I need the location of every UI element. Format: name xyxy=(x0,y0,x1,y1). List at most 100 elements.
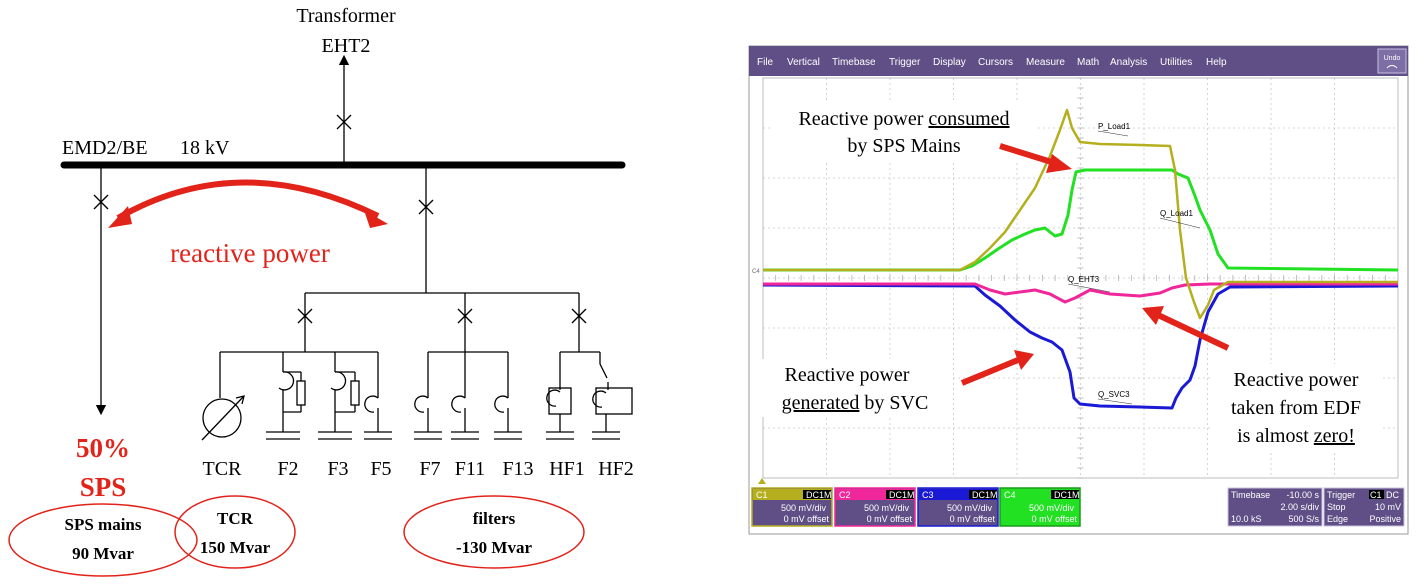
generated-line1: Reactive power xyxy=(785,364,910,386)
trigger-mode: Stop xyxy=(1327,502,1346,512)
undo-icon xyxy=(1386,65,1398,69)
timebase-samples: 10.0 kS xyxy=(1231,514,1262,524)
consumed-word: consumed xyxy=(928,108,1009,130)
annotation-edf: Reactive power taken from EDF is almost … xyxy=(1210,364,1380,450)
filters-ellipse: filters -130 Mvar xyxy=(403,495,585,569)
c3-name: C3 xyxy=(922,490,934,500)
menu-cursors[interactable]: Cursors xyxy=(978,57,1013,68)
c3-scale: 500 mV/div xyxy=(947,503,993,513)
menu-analysis[interactable]: Analysis xyxy=(1110,57,1147,68)
filters-value: -130 Mvar xyxy=(456,538,532,557)
tcr-value: 150 Mvar xyxy=(200,538,271,557)
branch-label-f13: F13 xyxy=(502,458,533,480)
branch-label-f11: F11 xyxy=(455,458,485,480)
trigger-level: 10 mV xyxy=(1375,502,1401,512)
f3-branch xyxy=(318,352,360,440)
trigger-box[interactable]: Trigger C1 DC Stop 10 mV Edge Positive xyxy=(1323,487,1405,527)
annotation-consumed: Reactive power consumed by SPS Mains xyxy=(772,103,1036,161)
f2-branch xyxy=(266,352,306,440)
c1-coupling: DC1M xyxy=(806,490,832,500)
branch-labels: TCR F2 F3 F5 F7 F11 F13 HF1 HF2 xyxy=(203,458,634,480)
reactive-power-label: reactive power xyxy=(170,238,330,268)
reactive-power-arrow xyxy=(116,179,380,221)
branch-label-tcr: TCR xyxy=(203,458,243,480)
trigger-type: Edge xyxy=(1327,514,1348,524)
sps-mains-value: 90 Mvar xyxy=(72,544,134,563)
f5-branch xyxy=(364,352,392,440)
trigger-slope: Positive xyxy=(1369,514,1401,524)
timebase-per-div: 2.00 s/div xyxy=(1280,502,1319,512)
c4-offset: 0 mV offset xyxy=(1032,514,1078,524)
trigger-coupling: DC xyxy=(1386,490,1399,500)
trace-p-load xyxy=(763,108,1398,320)
menu-timebase[interactable]: Timebase xyxy=(832,57,876,68)
c3-coupling: DC1M xyxy=(972,490,998,500)
c1-scale: 500 mV/div xyxy=(781,503,827,513)
trigger-channel: C1 xyxy=(1370,490,1382,500)
c1-offset: 0 mV offset xyxy=(784,514,830,524)
edf-prefix: is almost xyxy=(1237,425,1314,447)
trigger-label: Trigger xyxy=(1327,490,1355,500)
c2-scale: 500 mV/div xyxy=(864,503,910,513)
f11-branch xyxy=(451,352,479,440)
menu-measure[interactable]: Measure xyxy=(1026,57,1065,68)
timebase-value: -10.00 s xyxy=(1286,490,1319,500)
channel-box-c4[interactable]: C4 DC1M 500 mV/div 0 mV offset xyxy=(999,487,1081,527)
trace-q-eht xyxy=(763,282,1398,304)
menu-math[interactable]: Math xyxy=(1077,57,1099,68)
hf2-branch xyxy=(592,352,633,440)
menu-trigger[interactable]: Trigger xyxy=(889,57,921,68)
trigger-position-marker xyxy=(758,478,766,484)
generated-word: generated xyxy=(782,392,860,414)
edf-line1: Reactive power xyxy=(1234,369,1359,391)
menu-file[interactable]: File xyxy=(757,57,774,68)
c4-coupling: DC1M xyxy=(1054,490,1080,500)
group-feeders xyxy=(220,293,600,353)
menu-help[interactable]: Help xyxy=(1206,57,1227,68)
label-q-eht: Q_EHT3 xyxy=(1068,275,1100,284)
c2-coupling: DC1M xyxy=(889,490,915,500)
menu-utilities[interactable]: Utilities xyxy=(1160,57,1192,68)
trace-q-load xyxy=(763,168,1399,272)
reactive-power-arrowhead-left xyxy=(108,206,132,228)
zero-marker-c4: C4 xyxy=(752,269,760,275)
filters-title: filters xyxy=(473,509,516,528)
c4-scale: 500 mV/div xyxy=(1029,503,1075,513)
transformer-name: EHT2 xyxy=(322,35,371,57)
tcr-ellipse: TCR 150 Mvar xyxy=(174,495,296,569)
generated-line2: generated by SVC xyxy=(782,392,929,414)
channel-box-c2[interactable]: C2 DC1M 500 mV/div 0 mV offset xyxy=(834,487,916,527)
sps-breaker xyxy=(93,194,109,210)
undo-button[interactable]: Undo xyxy=(1377,48,1407,74)
timebase-rate: 500 S/s xyxy=(1288,514,1319,524)
bus-voltage: 18 kV xyxy=(180,137,230,159)
consumed-line1: Reactive power consumed xyxy=(798,108,1009,130)
label-p-load: P_Load1 xyxy=(1098,122,1131,131)
edf-word: zero! xyxy=(1314,425,1355,447)
timebase-box[interactable]: Timebase -10.00 s 2.00 s/div 10.0 kS 500… xyxy=(1227,487,1323,527)
c4-name: C4 xyxy=(1004,490,1016,500)
sps-mains-ellipse: SPS mains 90 Mvar xyxy=(8,503,198,577)
svc-breaker xyxy=(418,199,434,215)
sps-mains-title: SPS mains xyxy=(65,515,142,534)
branch-label-f3: F3 xyxy=(327,458,348,480)
annotation-arrows xyxy=(960,143,1230,386)
sps-label: SPS xyxy=(80,472,127,502)
reactive-power-arrowhead-right xyxy=(364,210,388,228)
timebase-label: Timebase xyxy=(1231,490,1270,500)
f13-branch xyxy=(494,352,522,440)
edf-line3: is almost zero! xyxy=(1237,425,1355,447)
menu-display[interactable]: Display xyxy=(933,57,966,68)
channel-box-c3[interactable]: C3 DC1M 500 mV/div 0 mV offset xyxy=(917,487,999,527)
c3-offset: 0 mV offset xyxy=(950,514,996,524)
branch-label-hf2: HF2 xyxy=(598,458,634,480)
annotation-generated: Reactive power generated by SVC xyxy=(760,359,950,417)
tcr-branch xyxy=(201,352,245,441)
channel-descriptors: C1 DC1M 500 mV/div 0 mV offset C2 DC1M 5… xyxy=(751,487,1405,527)
consumed-line2: by SPS Mains xyxy=(847,135,961,157)
menu-vertical[interactable]: Vertical xyxy=(787,57,820,68)
c2-offset: 0 mV offset xyxy=(867,514,913,524)
channel-box-c1[interactable]: C1 DC1M 500 mV/div 0 mV offset xyxy=(751,487,833,527)
transformer-title: Transformer xyxy=(296,5,396,27)
